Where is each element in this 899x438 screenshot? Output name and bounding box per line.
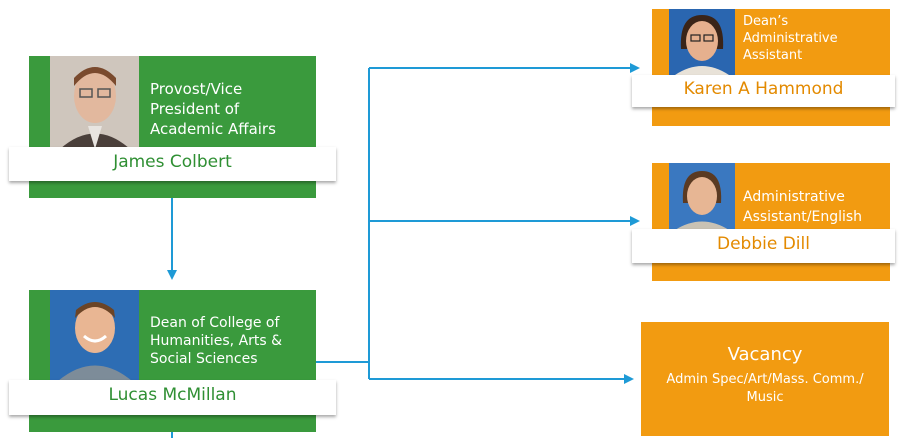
photo-hammond — [669, 9, 735, 75]
role-mcmillan: Dean of College of Humanities, Arts & So… — [150, 315, 283, 367]
role-hammond: Dean’s Administrative Assistant — [743, 14, 838, 63]
name-mcmillan: Lucas McMillan — [108, 385, 237, 405]
photo-colbert — [50, 56, 139, 149]
vacancy-card: Vacancy Admin Spec/Art/Mass. Comm./ Musi… — [641, 322, 889, 436]
nameplate-hammond: Karen A Hammond — [632, 75, 895, 107]
nameplate-colbert: James Colbert — [9, 147, 336, 181]
name-colbert: James Colbert — [113, 152, 232, 172]
role-colbert: Provost/Vice President of Academic Affai… — [150, 80, 276, 138]
name-dill: Debbie Dill — [717, 234, 810, 254]
person-card-dill: Administrative Assistant/English — [652, 163, 890, 281]
name-hammond: Karen A Hammond — [683, 79, 844, 99]
photo-dill — [669, 163, 735, 230]
role-dill: Administrative Assistant/English — [743, 189, 863, 225]
vacancy-role: Admin Spec/Art/Mass. Comm./ Music — [666, 372, 864, 405]
nameplate-mcmillan: Lucas McMillan — [9, 380, 336, 415]
photo-mcmillan — [50, 290, 139, 381]
person-card-hammond: Dean’s Administrative Assistant — [652, 9, 890, 126]
vacancy-title: Vacancy — [727, 344, 803, 365]
nameplate-dill: Debbie Dill — [632, 229, 895, 263]
